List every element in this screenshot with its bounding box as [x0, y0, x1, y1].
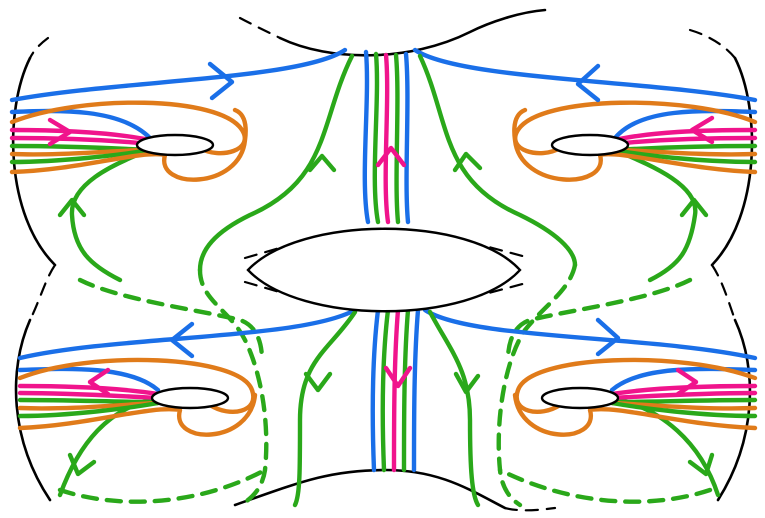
blue-arc-upper-right	[412, 47, 758, 103]
blue-arc-lower-left	[17, 307, 358, 361]
outline-bottom-neck	[233, 468, 507, 510]
center-hole	[246, 227, 522, 313]
arrow-magenta-center-down	[383, 365, 413, 389]
handle-lower-left	[17, 357, 258, 437]
handle-lower-right	[512, 357, 758, 437]
ll-green-1	[17, 397, 161, 405]
upper-blue-arcs	[9, 47, 758, 361]
ul-handle-hole	[135, 133, 215, 157]
ur-blue	[612, 108, 758, 141]
arrow-green-ul-2	[57, 197, 87, 218]
arrow-blue-lower-left	[169, 321, 195, 359]
ul-green-2	[9, 147, 153, 165]
arrow-blue-lower-right	[595, 317, 621, 357]
green-dashed-curve-3	[496, 262, 578, 508]
green-front-ll-1	[292, 309, 358, 508]
outline-bottom-dash-right	[503, 506, 557, 512]
ul-orange-1	[9, 100, 247, 156]
lr-green-1	[609, 397, 758, 405]
arrow-green-lr-2	[687, 452, 715, 477]
arrow-blue-upper-right	[575, 63, 601, 103]
arrowheads	[47, 61, 715, 477]
ur-orange-1	[513, 100, 758, 156]
ll-blue	[17, 366, 161, 393]
center-green-left	[372, 51, 381, 225]
arrow-green-lr	[453, 371, 481, 395]
outline-top-neck	[278, 8, 547, 57]
arrow-green-ur-2	[679, 197, 709, 218]
green-front-ul-2	[69, 147, 153, 283]
ur-handle-hole	[550, 133, 630, 157]
lr-magenta-1	[609, 383, 758, 397]
lr-green-2	[609, 400, 758, 419]
arrow-blue-upper-left	[207, 61, 235, 101]
ul-orange-3	[9, 107, 248, 182]
ur-magenta-1	[612, 127, 758, 143]
green-front-ur-1	[417, 53, 578, 268]
center-lower-green-right	[401, 307, 411, 473]
green-dashed-curve-5	[57, 467, 268, 504]
green-dashed-curve-2	[77, 277, 265, 363]
lr-magenta-2	[609, 390, 758, 401]
arrow-magenta-lower-left	[87, 367, 111, 397]
arrow-green-ul	[307, 153, 337, 173]
ll-handle-hole	[150, 386, 230, 410]
ur-orange-3	[512, 107, 758, 182]
ll-green-2	[17, 400, 161, 419]
blue-arc-lower-right	[422, 307, 758, 361]
outline-mid-left	[28, 263, 57, 322]
arrow-green-ll	[303, 371, 333, 393]
outline-left-lower	[14, 318, 52, 502]
ur-green-2	[612, 147, 758, 165]
center-green-right	[393, 52, 401, 225]
handle-upper-left	[9, 100, 248, 182]
ll-orange-3	[17, 392, 258, 437]
green-front-lr-1	[427, 309, 481, 508]
back-curves	[57, 262, 713, 508]
ul-blue	[9, 108, 153, 141]
arrow-magenta-center-up	[375, 145, 407, 168]
center-blue-left	[362, 49, 371, 225]
blue-arc-upper-left	[9, 47, 348, 103]
lr-orange-1	[514, 357, 758, 414]
outline-top-right-corner	[688, 28, 737, 60]
ll-magenta-2	[17, 390, 161, 401]
outline-mid-right	[710, 263, 737, 322]
ul-magenta-1	[9, 127, 153, 143]
green-front-ul-1	[197, 53, 355, 273]
arrow-green-ur	[452, 151, 483, 173]
lr-orange-3	[512, 392, 758, 437]
handle-upper-right	[512, 100, 758, 182]
green-dashed-curve-6	[497, 467, 713, 504]
green-dashed-curve-1	[197, 267, 269, 508]
green-front-ur-2	[612, 147, 698, 283]
center-lower-blue-left	[370, 307, 381, 473]
arrow-magenta-lower-right	[675, 367, 699, 397]
center-magenta	[383, 52, 391, 225]
ur-magenta-2	[612, 135, 758, 147]
outline-top-left-corner	[28, 36, 50, 60]
outline-top-dash-left	[238, 16, 282, 40]
center-bundle	[362, 49, 421, 473]
center-lower-blue-right	[411, 307, 421, 473]
green-dashed-curve-4	[505, 277, 693, 363]
arrow-green-ll-2	[67, 452, 97, 477]
front-green-curves	[57, 53, 721, 508]
center-blue-right	[403, 51, 411, 225]
arrow-magenta-upper-left	[47, 117, 73, 147]
center-lower-green-left	[380, 307, 391, 473]
lr-blue	[609, 366, 758, 393]
center-lower-magenta	[391, 307, 401, 473]
ll-orange-1	[17, 357, 256, 414]
ll-magenta-1	[17, 383, 161, 397]
ul-magenta-2	[9, 135, 153, 147]
lr-handle-hole	[540, 386, 620, 410]
arrow-magenta-upper-right	[689, 115, 715, 145]
